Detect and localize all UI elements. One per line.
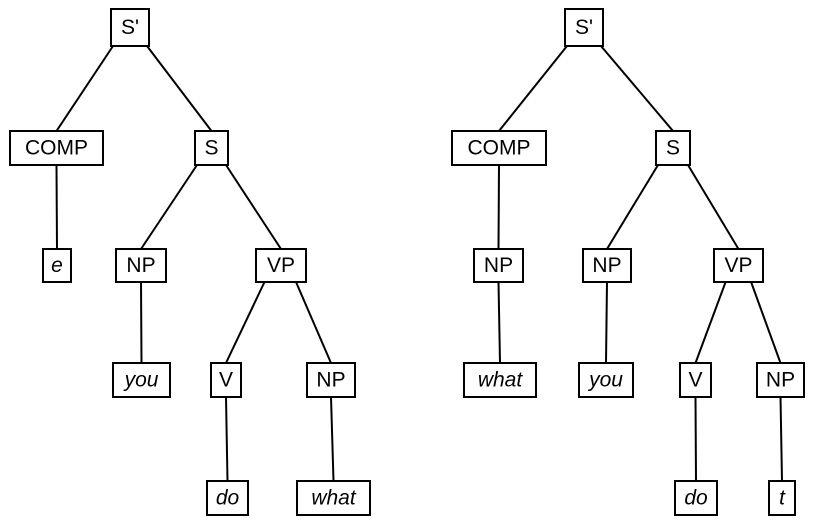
node-box [255,248,307,283]
tree-edge [55,164,58,250]
node-box [768,480,796,516]
node-label: COMP [25,137,88,160]
node-label: what [311,487,357,510]
node-box [463,362,537,398]
node-box [679,362,712,398]
node-label: NP [766,369,795,392]
tree-node[interactable]: t [768,480,796,516]
tree-edge [497,164,500,250]
node-box [115,248,167,283]
node-label: V [219,369,233,392]
tree-node[interactable]: S' [564,8,604,47]
tree-node[interactable]: NP [115,248,167,283]
tree-node[interactable]: NP [582,248,632,283]
tree-node[interactable]: NP [473,248,524,283]
node-box [674,480,718,516]
tree-node[interactable]: S [194,130,229,166]
node-label: do [684,487,708,510]
node-label: NP [316,369,345,392]
node-label: S [666,137,680,160]
node-box [473,248,524,283]
tree-node[interactable]: NP [306,362,356,398]
tree-edge [694,281,727,364]
tree-node[interactable]: VP [713,248,764,283]
node-box [210,362,242,398]
tree-node[interactable]: do [206,480,249,516]
tree-edge [694,396,697,482]
node-label: S' [121,16,139,39]
tree-edge [779,396,783,482]
node-box [582,248,632,283]
tree-node[interactable]: V [210,362,242,398]
tree-node[interactable]: COMP [451,130,547,166]
node-box [564,8,604,47]
node-label: you [123,369,159,392]
node-box [206,480,249,516]
tree-edge [225,164,282,250]
tree-node[interactable]: VP [255,248,307,283]
node-label: e [51,254,63,277]
tree-edge [225,281,266,364]
node-box [112,362,171,398]
node-box [110,8,150,47]
edges-layer [55,45,783,482]
tree-edge [750,281,782,364]
tree-edge [146,45,213,132]
node-box [306,362,356,398]
tree-edge [140,164,198,250]
tree-edge [225,396,229,482]
node-box [713,248,764,283]
node-box [9,130,104,166]
tree-node[interactable]: NP [756,362,805,398]
tree-edge [140,281,143,364]
node-label: you [587,369,623,392]
tree-edge [600,45,674,132]
node-label: S [204,137,218,160]
node-box [194,130,229,166]
node-label: S' [575,16,593,39]
node-label: NP [126,254,155,277]
tree-edge [295,281,332,364]
node-box [296,480,371,516]
node-box [756,362,805,398]
tree-node[interactable]: V [679,362,712,398]
tree-edge [55,45,114,132]
tree-node[interactable]: e [42,248,72,283]
node-label: t [779,487,786,510]
tree-node[interactable]: you [112,362,171,398]
tree-edge [606,164,659,250]
node-box [42,248,72,283]
node-label: do [216,487,240,510]
tree-node[interactable]: you [578,362,634,398]
node-label: NP [592,254,621,277]
tree-node[interactable]: what [463,362,537,398]
node-box [451,130,547,166]
tree-node[interactable]: S [655,130,691,166]
tree-edge [497,281,501,364]
node-box [655,130,691,166]
tree-edge [687,164,740,250]
tree-node[interactable]: COMP [9,130,104,166]
tree-edge [498,45,568,132]
node-label: VP [267,254,295,277]
tree-node[interactable]: S' [110,8,150,47]
node-label: VP [724,254,752,277]
node-box [578,362,634,398]
node-label: COMP [468,137,531,160]
node-label: what [478,369,524,392]
node-label: NP [484,254,513,277]
tree-edge [605,281,608,364]
tree-node[interactable]: do [674,480,718,516]
tree-node[interactable]: what [296,480,371,516]
tree-edge [330,396,335,482]
node-label: V [688,369,702,392]
